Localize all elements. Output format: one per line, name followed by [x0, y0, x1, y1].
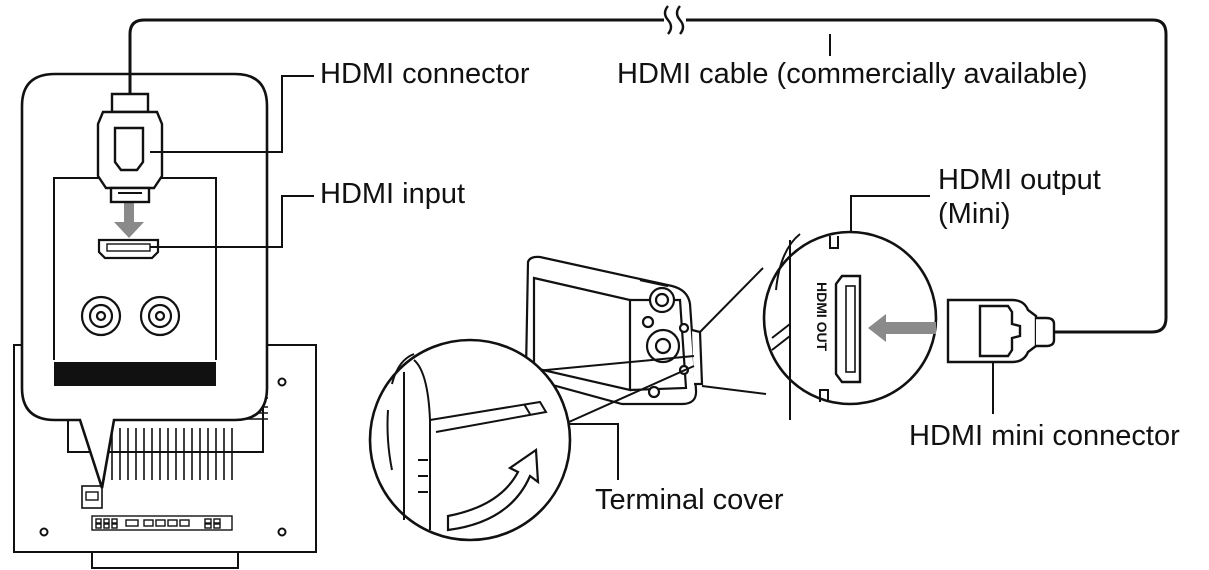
- label-hdmi-mini-connector: HDMI mini connector: [909, 420, 1180, 452]
- hdmi-connector-plug: [96, 92, 164, 204]
- tv-hdmi-port-marker: [81, 485, 103, 509]
- tv-button-strip: [91, 515, 233, 531]
- tv-dark-band: [54, 362, 216, 386]
- label-hdmi-cable: HDMI cable (commercially available): [617, 58, 1088, 90]
- hdmi-mini-connector-plug: [946, 298, 1056, 364]
- label-hdmi-output-mini: (Mini): [938, 198, 1011, 230]
- open-cover-arrow: [446, 447, 540, 532]
- insert-arrow-down: [114, 198, 144, 238]
- tv-vents: [103, 379, 268, 480]
- camera-hdmi-output-port: [834, 274, 862, 384]
- insert-arrow-left: [868, 314, 936, 342]
- av-jacks: [80, 295, 181, 337]
- hdmi-cable: [128, 18, 1168, 334]
- label-terminal-cover: Terminal cover: [595, 484, 784, 516]
- label-hdmi-output: HDMI output: [938, 164, 1101, 196]
- camera-side-detail: [771, 233, 839, 420]
- label-hdmi-connector: HDMI connector: [320, 58, 530, 90]
- magnify-beams: [524, 267, 767, 427]
- port-marking-text: HDMI OUT: [814, 282, 830, 352]
- label-hdmi-input: HDMI input: [320, 178, 466, 210]
- tv-hdmi-input-port: [97, 238, 160, 260]
- cable-break-mark: [663, 5, 685, 35]
- terminal-cover-detail: [386, 353, 548, 530]
